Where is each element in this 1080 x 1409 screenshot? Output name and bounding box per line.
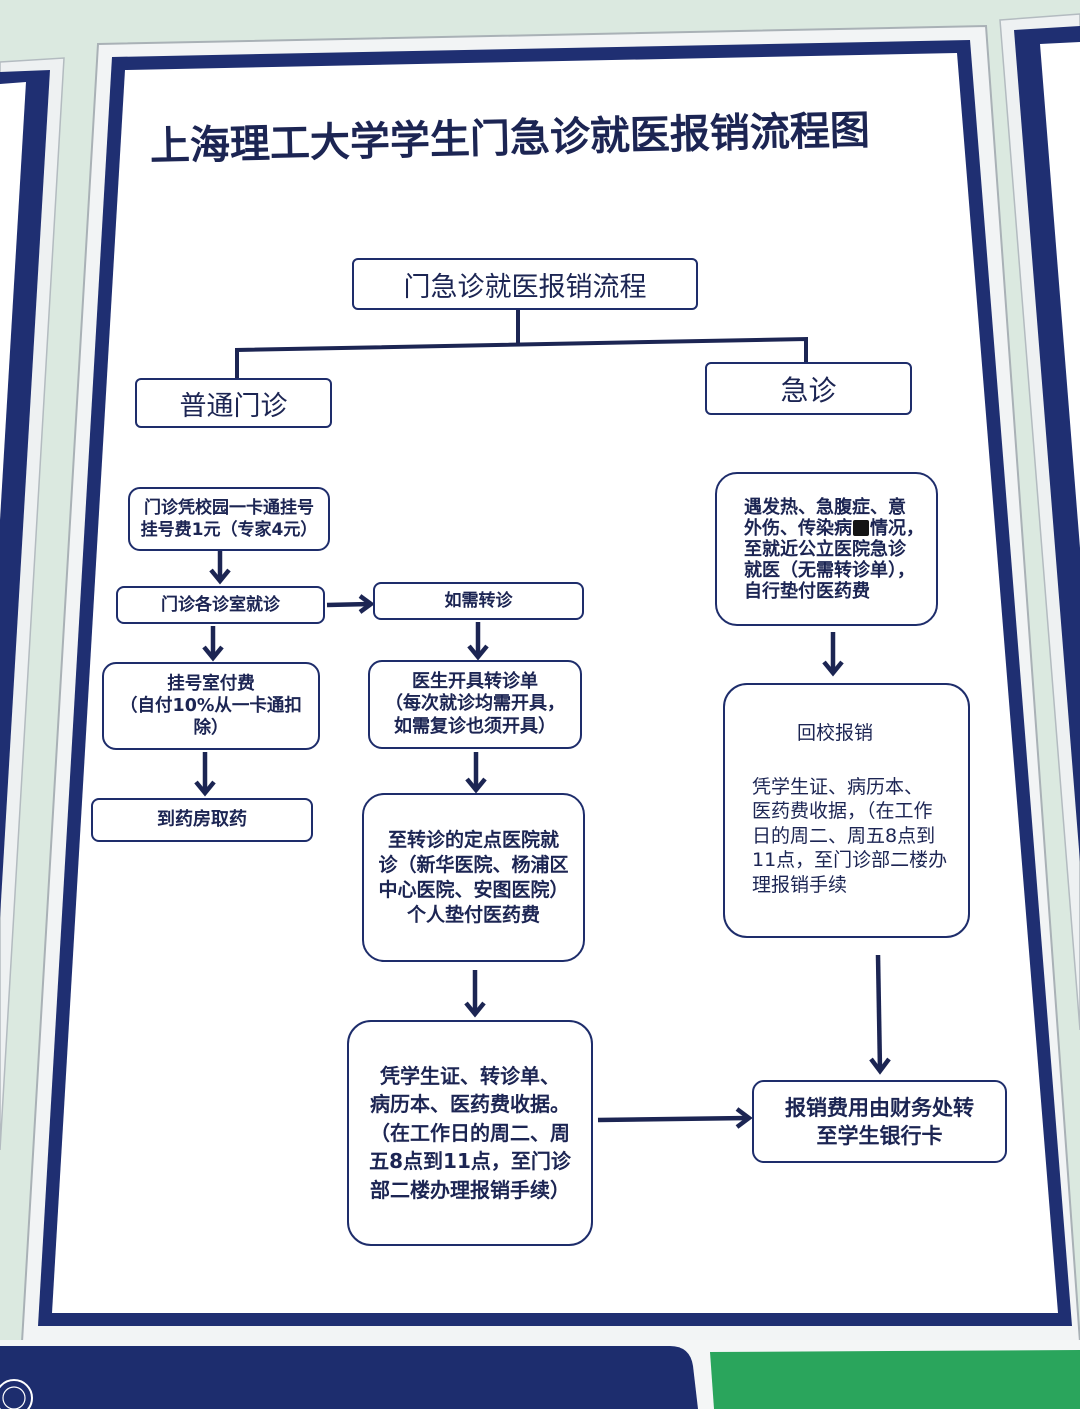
node-referral-reimburse: 凭学生证、转诊单、 病历本、医药费收据。 （在工作日的周二、周 五8点到11点，… — [347, 1020, 593, 1246]
arrow-consult-to-payment — [202, 626, 224, 662]
arrow-head — [822, 660, 844, 677]
arrow-head — [194, 780, 216, 797]
node-line: 自行垫付医药费 — [744, 580, 870, 602]
node-line: 除） — [193, 718, 229, 738]
node-line: （每次就诊均需开具， — [385, 693, 565, 715]
node-line: 病历本、医药费收据。 — [370, 1092, 570, 1117]
node-emergency-visit: 遇发热、急腹症、意 外伤、传染病情况， 至就近公立医院急诊 就医（无需转诊单），… — [715, 472, 938, 626]
arrow-emergency-to-return — [822, 632, 844, 677]
university-seal-icon — [0, 1379, 33, 1409]
node-bank-transfer: 报销费用由财务处转 至学生银行卡 — [752, 1080, 1007, 1163]
node-line: 至就近公立医院急诊 — [744, 538, 906, 560]
university-seal-inner-ring — [2, 1386, 26, 1409]
node-line: 医生开具转诊单 — [412, 670, 538, 692]
connector-branch — [235, 336, 808, 380]
node-designated-hospital: 至转诊的定点医院就 诊（新华医院、杨浦区 中心医院、安图医院） 个人垫付医药费 — [362, 793, 585, 962]
arrow-head — [202, 645, 224, 662]
node-label: 到药房取药 — [157, 809, 247, 830]
node-return-reimburse: 回校报销 凭学生证、病历本、 医药费收据，（在工作 日的周二、周五8点到 11点… — [723, 683, 970, 938]
node-line: 理报销手续 — [752, 873, 848, 896]
arrow-payment-to-pharmacy — [194, 752, 216, 797]
node-line: 挂号费1元（专家4元） — [140, 520, 318, 540]
bottom-green-banner — [710, 1350, 1080, 1409]
node-register: 门诊凭校园一卡通挂号 挂号费1元（专家4元） — [128, 487, 330, 551]
node-line: 诊（新华医院、杨浦区 — [378, 853, 569, 876]
arrow-register-to-consult — [209, 551, 231, 585]
node-line: 挂号室付费 — [167, 674, 255, 694]
node-label: 门诊各诊室就诊 — [161, 595, 280, 615]
arrow-return-to-bank — [869, 954, 891, 1075]
node-referral-needed: 如需转诊 — [373, 582, 584, 620]
arrow-head — [465, 777, 487, 794]
node-line: 外伤、传染病情况， — [744, 518, 924, 539]
arrow-shaft — [875, 954, 883, 1071]
redaction-mark — [853, 519, 869, 536]
node-line: 个人垫付医药费 — [406, 903, 540, 926]
node-label: 急诊 — [780, 373, 837, 407]
node-line: （在工作日的周二、周 — [370, 1120, 570, 1145]
arrow-consult-to-referral — [326, 594, 375, 614]
node-line: 医药费收据，（在工作 — [752, 800, 933, 822]
node-consult: 门诊各诊室就诊 — [116, 586, 325, 624]
node-line: （自付10%从一卡通扣 — [120, 696, 302, 716]
arrow-referral-to-slip — [467, 622, 489, 661]
node-line: 如需复诊也须开具） — [394, 715, 556, 737]
arrow-head — [358, 594, 375, 614]
arrow-head — [869, 1057, 891, 1075]
node-line: 至转诊的定点医院就 — [387, 828, 559, 851]
node-line: 报销费用由财务处转 — [785, 1095, 974, 1120]
bottom-navy-banner — [0, 1346, 698, 1409]
node-line: 遇发热、急腹症、意 — [744, 496, 906, 518]
arrow-head — [467, 644, 489, 661]
arrow-head — [209, 568, 231, 585]
arrow-hospital-to-reimburse — [464, 970, 486, 1018]
node-label: 普通门诊 — [179, 390, 288, 422]
node-referral-slip: 医生开具转诊单 （每次就诊均需开具， 如需复诊也须开具） — [368, 660, 582, 749]
node-line-part: 外伤、传染病 — [744, 517, 852, 539]
node-line: 凭学生证、病历本、 — [752, 775, 924, 798]
node-line: 部二楼办理报销手续） — [370, 1177, 570, 1202]
node-emergency: 急诊 — [705, 362, 912, 415]
node-line-part: 情况， — [870, 517, 924, 539]
right-poster-inner — [1040, 42, 1080, 548]
node-line: 五8点到11点，至门诊 — [369, 1149, 571, 1174]
arrow-head — [464, 1001, 486, 1018]
node-line: 门诊凭校园一卡通挂号 — [144, 498, 314, 518]
arrow-shaft — [597, 1115, 749, 1123]
node-line: 至学生银行卡 — [816, 1123, 943, 1148]
arrow-head — [735, 1107, 753, 1129]
node-line: 就医（无需转诊单）， — [744, 559, 915, 581]
node-line: 中心医院、安图医院） — [378, 878, 569, 901]
arrow-shaft — [326, 601, 371, 608]
node-label: 门急诊就医报销流程 — [403, 271, 647, 303]
node-pharmacy: 到药房取药 — [91, 798, 313, 842]
node-root: 门急诊就医报销流程 — [352, 258, 698, 310]
arrow-slip-to-hospital — [465, 752, 487, 794]
node-label: 如需转诊 — [444, 591, 513, 611]
node-line: 11点，至门诊部二楼办 — [752, 849, 948, 871]
node-line: 日的周二、周五8点到 — [752, 824, 936, 847]
node-outpatient: 普通门诊 — [135, 378, 332, 428]
node-payment: 挂号室付费 （自付10%从一卡通扣 除） — [102, 662, 320, 750]
node-heading: 回校报销 — [797, 722, 874, 744]
left-poster-inner — [0, 82, 26, 520]
arrow-reimburse-to-bank — [597, 1107, 753, 1129]
node-line: 凭学生证、转诊单、 — [380, 1063, 560, 1088]
